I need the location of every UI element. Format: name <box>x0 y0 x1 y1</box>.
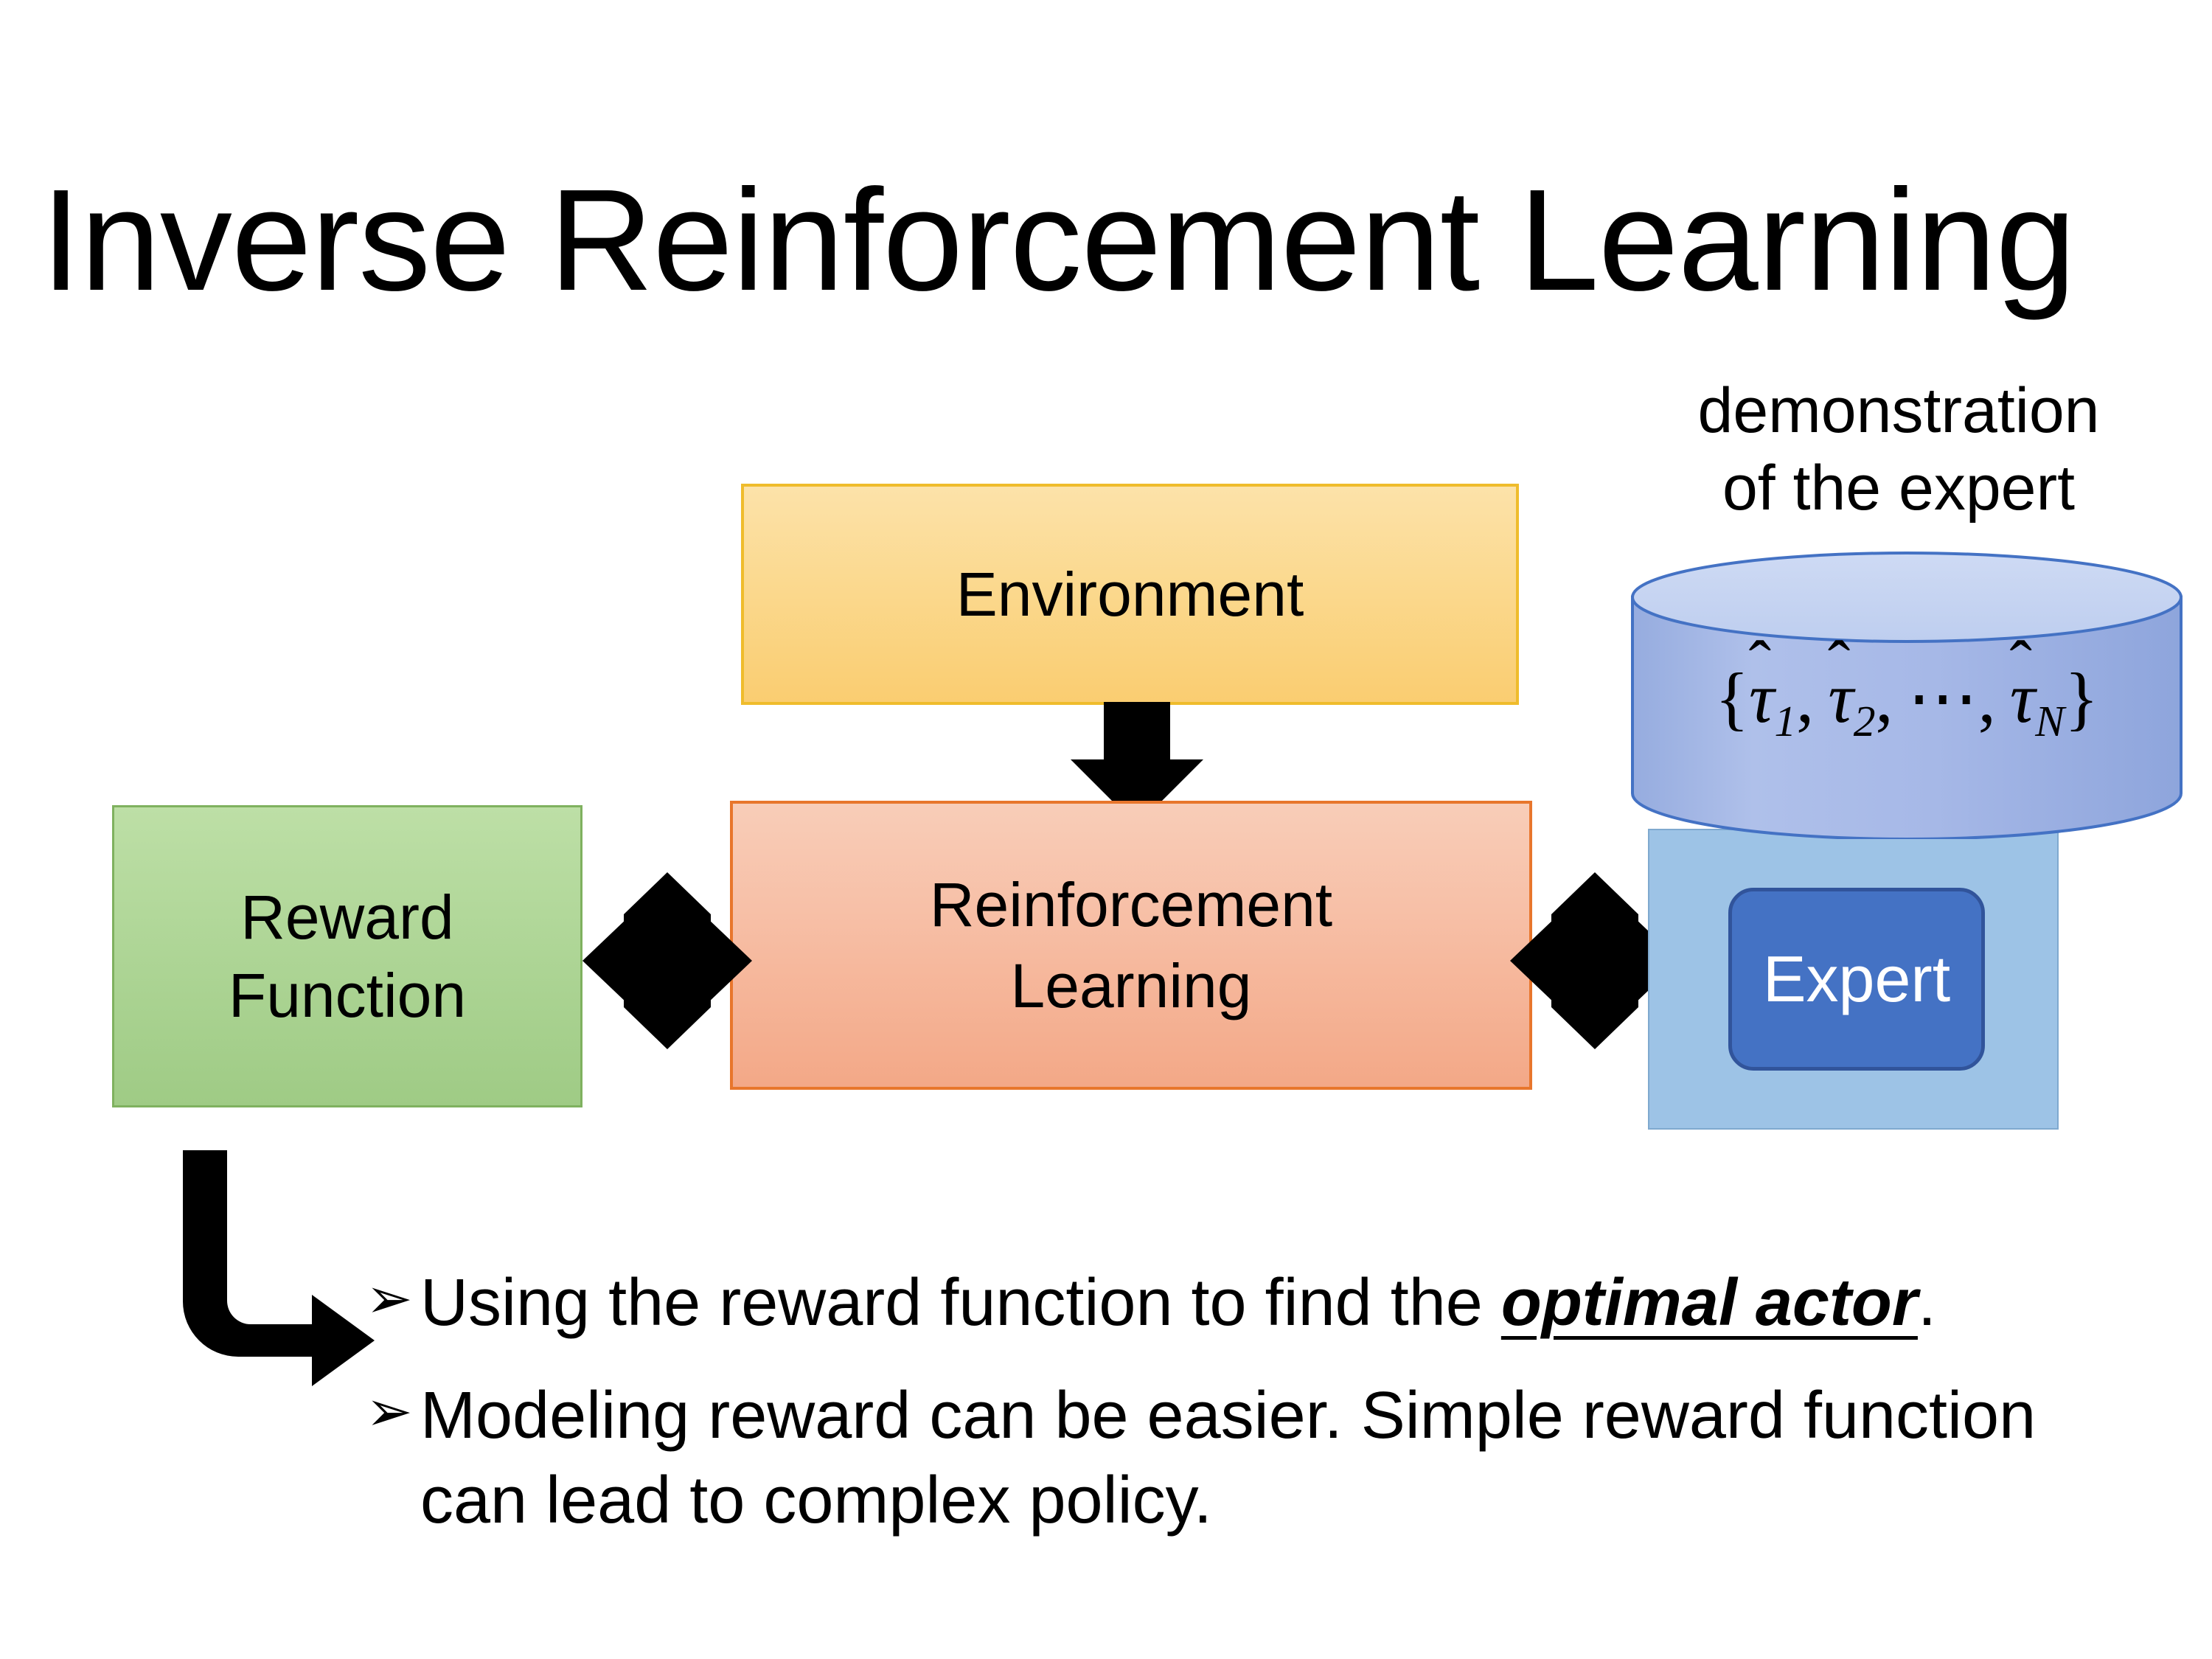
bullet-text-1: Using the reward function to find the op… <box>420 1261 2076 1346</box>
rl-box-label-line1: Reinforcement <box>929 869 1333 939</box>
rl-box-label-line2: Learning <box>1010 951 1252 1020</box>
reinforcement-learning-box[interactable]: Reinforcement Learning <box>730 801 1532 1090</box>
demonstration-caption: demonstration of the expert <box>1618 372 2179 527</box>
formula-hat-1: ˆ <box>1748 627 1771 703</box>
expert-button[interactable]: Expert <box>1728 888 1985 1071</box>
formula-separator-2: , <box>1875 658 1893 737</box>
formula-open-brace: { <box>1714 658 1750 737</box>
bullet-marker-icon: ➢ <box>366 1267 413 1330</box>
reward-box-label-line1: Reward <box>240 882 454 952</box>
formula-hat-2: ˆ <box>1827 627 1851 703</box>
bullet-list: ➢ Using the reward function to find the … <box>366 1261 2076 1572</box>
demonstration-cylinder-icon <box>1631 552 2183 839</box>
formula-hat-3: ˆ <box>2009 627 2032 703</box>
demonstration-caption-line1: demonstration <box>1697 375 2100 446</box>
environment-box-label: Environment <box>956 559 1304 629</box>
formula-subscript-1: 1 <box>1774 697 1797 746</box>
environment-box[interactable]: Environment <box>741 484 1519 705</box>
reward-box-label-line2: Function <box>228 961 467 1030</box>
formula-subscript-3: N <box>2035 697 2065 746</box>
bullet-text-1-emphasis: optimal actor <box>1500 1266 1918 1340</box>
formula-symbol-3: τ <box>2009 658 2036 737</box>
bullet-text-1-prefix: Using the reward function to find the <box>420 1266 1501 1340</box>
bullet-text-2: Modeling reward can be easier. Simple re… <box>420 1379 2037 1538</box>
formula-subscript-2: 2 <box>1853 697 1876 746</box>
arrow-environment-to-rl-icon <box>1071 702 1203 826</box>
page-title: Inverse Reinforcement Learning <box>41 159 2076 321</box>
bullet-text-1-suffix: . <box>1917 1266 1936 1340</box>
formula-symbol-2: τ <box>1828 658 1854 737</box>
list-item: ➢ Modeling reward can be easier. Simple … <box>366 1374 2076 1543</box>
reward-function-box[interactable]: Reward Function <box>112 805 582 1107</box>
demonstration-caption-line2: of the expert <box>1722 452 2076 524</box>
expert-button-label: Expert <box>1762 942 1951 1015</box>
double-arrow-rl-expert-icon <box>1510 872 1680 1049</box>
arrow-reward-to-bullets-icon <box>183 1150 375 1386</box>
formula-ellipsis: ⋯ <box>1907 658 1978 737</box>
formula-close-brace: } <box>2064 658 2099 737</box>
double-arrow-reward-rl-icon <box>582 872 752 1049</box>
bullet-marker-icon: ➢ <box>366 1380 413 1444</box>
list-item: ➢ Using the reward function to find the … <box>366 1261 2076 1346</box>
formula-separator-3: , <box>1978 658 1996 737</box>
formula-separator-1: , <box>1796 658 1815 737</box>
formula-symbol-1: τ <box>1749 658 1775 737</box>
